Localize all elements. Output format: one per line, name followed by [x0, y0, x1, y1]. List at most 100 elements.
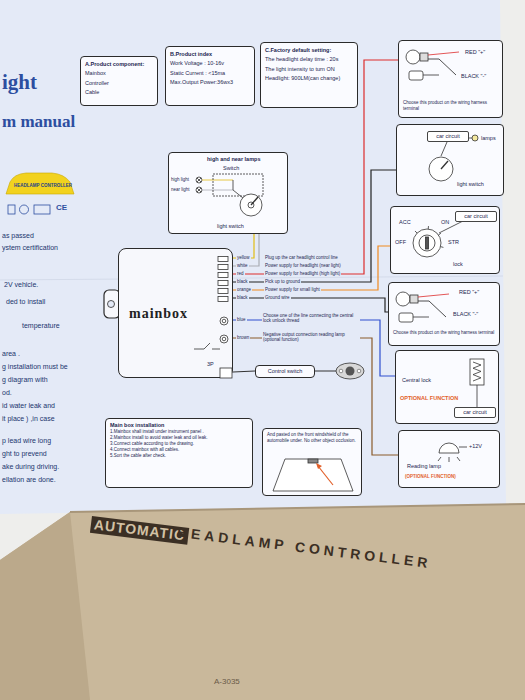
wire-color-label: red — [236, 271, 245, 276]
logo-car — [6, 173, 74, 194]
node-text: 5.Sort the cable after check. — [110, 453, 248, 459]
printed-text: g installation must be — [2, 363, 68, 371]
node-text: Choose this product on the wiring harnes… — [403, 100, 498, 112]
terminal-pin — [222, 319, 226, 323]
node-text: 2.Mainbox install to avoid water leak an… — [110, 435, 248, 441]
plug — [409, 71, 423, 80]
light-switch-knob — [429, 157, 453, 181]
node-title: lamps — [481, 135, 496, 142]
connector-box: RED "+"BLACK "-"Choose this product on t… — [388, 282, 500, 346]
paper-fold — [0, 276, 503, 280]
bulb-glass — [396, 292, 410, 306]
node-title: Control switch — [259, 368, 311, 375]
bulb-socket — [420, 53, 428, 61]
actuator-spring — [473, 362, 481, 381]
wire-terminal — [218, 257, 228, 262]
node-text: light switch — [217, 223, 244, 230]
wire-terminal — [218, 265, 228, 270]
lamp-box: +12VReading lamp(OPTIONAL FUNCTION) — [398, 430, 500, 488]
reading-lamp — [439, 443, 459, 453]
lamp-symbol — [196, 177, 202, 183]
node-text: Cable — [85, 88, 153, 97]
lock-tick — [441, 246, 444, 248]
node-text: Mainbox — [85, 69, 153, 78]
node-text: Work Voltage : 10-16v — [170, 59, 250, 68]
sensor-cable — [315, 371, 336, 372]
lamp-wire — [202, 180, 233, 181]
black-wire — [418, 301, 446, 317]
node-title: car circuit — [457, 409, 493, 416]
node-text: STR — [448, 239, 459, 246]
wire-color-label: orange — [236, 287, 252, 292]
light-sensor — [336, 363, 364, 379]
terminal-pin — [222, 337, 226, 341]
node-text: BLACK "-" — [461, 73, 486, 80]
wire-note: Power supply for headlight (near light) — [264, 263, 342, 268]
lamp-circuit-box: lamps light switch car circuit — [396, 124, 504, 196]
lamp-wire — [469, 138, 472, 139]
3p-connector — [220, 368, 232, 378]
ignition-box: ACCONOFFSTRlockcar circuit — [390, 206, 500, 274]
lamp-wire — [202, 190, 233, 191]
black-wire — [428, 59, 456, 75]
printed-text: temperature — [22, 322, 60, 330]
printed-text: A-3035 — [214, 677, 240, 687]
note-box: Main box installation1.Mainbox shall ins… — [105, 418, 253, 488]
printed-text: id water leak and — [2, 402, 55, 410]
switch-box: high and near lampsSwitchhigh lightnear … — [168, 152, 288, 234]
wire-color-label: yellow — [236, 255, 251, 260]
mounting-hole — [108, 301, 115, 308]
node-text: Reading lamp — [407, 463, 441, 470]
node-title: And pasted on the front windshield of th… — [267, 432, 357, 444]
node-title: +12V — [469, 443, 482, 450]
cardboard-side — [0, 512, 90, 700]
key-slot — [426, 237, 429, 249]
printed-text: 2V vehicle. — [4, 281, 38, 289]
lock-actuator — [470, 359, 484, 385]
printed-text: ight — [2, 70, 37, 95]
node-title: high and near lamps — [207, 156, 260, 163]
switch-frame — [213, 174, 263, 196]
printed-text: it place ) ,in case — [2, 415, 55, 423]
sensor-eye — [346, 367, 355, 376]
circuit-wire — [441, 142, 447, 156]
windshield — [273, 459, 353, 491]
light-switch-knob — [240, 194, 262, 216]
wire-color-label: white — [236, 263, 249, 268]
wire-note: Pick up to ground — [264, 279, 301, 284]
printed-text: ded to install — [6, 298, 45, 306]
wire-note: Ground wire — [264, 295, 291, 300]
node-title: Central lock — [402, 377, 431, 384]
node-text: ON — [441, 219, 449, 226]
printed-text: HEADLAMP CONTROLLER — [14, 183, 72, 188]
knob-pointer — [441, 161, 448, 169]
lock-tick — [428, 226, 429, 229]
printed-text: p lead wire long — [2, 437, 51, 445]
bulb-socket — [410, 295, 418, 303]
node-text: Controller — [85, 79, 153, 88]
plug — [399, 313, 413, 322]
wire — [233, 371, 255, 372]
lock-tick — [438, 233, 440, 235]
node-text: 3P — [207, 361, 214, 368]
circuit-box: car circuit — [427, 131, 469, 142]
node-title: C.Factory default setting: — [265, 46, 353, 55]
wire-color-label: blue — [236, 317, 247, 322]
wire-note: Choose one of the line connecting the ce… — [262, 313, 360, 324]
node-text: BLACK "-" — [453, 311, 478, 318]
wire — [233, 246, 390, 290]
node-text: Choose this product on the wiring harnes… — [393, 330, 495, 336]
node-title: ACC — [399, 219, 411, 226]
node-title: mainbox — [129, 305, 188, 323]
printed-text: ake during driving. — [2, 463, 59, 471]
info-box: C.Factory default setting:The headlight … — [260, 42, 358, 108]
node-text: light switch — [457, 181, 484, 188]
node-title: A.Product component: — [85, 60, 153, 69]
node-text: The headlight delay time : 20s — [265, 55, 353, 64]
terminal-ring — [220, 317, 228, 325]
knob-pointer — [251, 197, 258, 205]
lock-cylinder — [419, 235, 435, 251]
printed-text: ellation are done. — [2, 476, 56, 484]
lamp-cross — [197, 178, 201, 182]
sensor-mark — [308, 459, 318, 463]
